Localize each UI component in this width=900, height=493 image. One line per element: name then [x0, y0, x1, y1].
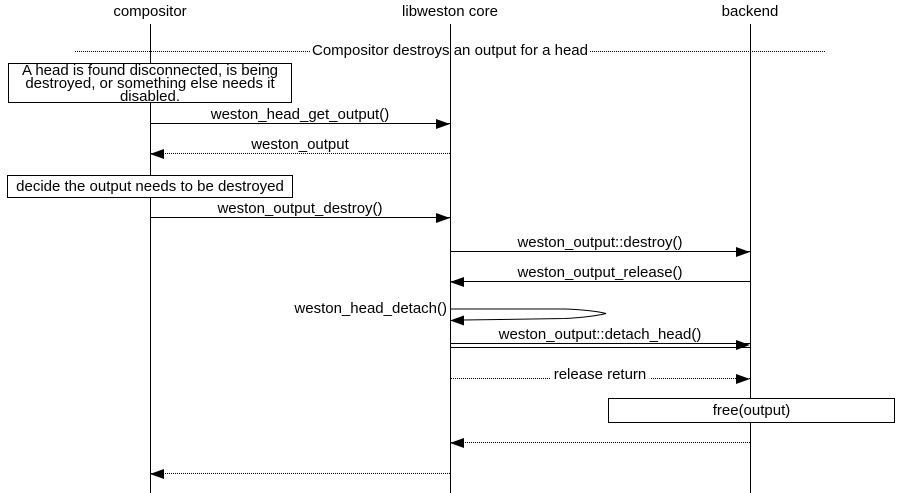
note-free-output: free(output): [608, 398, 895, 423]
divider-line-left: [75, 50, 310, 52]
arrowhead-left-icon: [150, 469, 164, 479]
message-release-return: release return: [450, 367, 750, 384]
message-weston-output-return: weston_output: [150, 137, 450, 159]
lifeline-libweston-core: [450, 24, 451, 493]
note-head-disconnected: A head is found disconnected, is being d…: [8, 63, 292, 104]
lifeline-backend: [750, 24, 751, 493]
divider-label: Compositor destroys an output for a head: [312, 42, 588, 59]
message-return-to-core: [450, 438, 750, 448]
message-weston-head-detach-label: weston_head_detach(): [294, 300, 447, 317]
lifeline-compositor: [150, 24, 151, 493]
divider: Compositor destroys an output for a head: [75, 43, 825, 59]
message-weston-head-get-output: weston_head_get_output(): [150, 107, 450, 129]
arrowhead-right-icon: [436, 119, 450, 129]
arrowhead-left-icon: [150, 149, 164, 159]
message-weston-head-detach-arrow: [450, 308, 607, 326]
arrowhead-left-icon: [450, 277, 464, 287]
divider-line-right: [590, 50, 825, 52]
message-weston-output-destroy: weston_output_destroy(): [150, 201, 450, 223]
actor-libweston-core: libweston core: [402, 3, 498, 20]
message-weston-output-detach-head: weston_output::detach_head(): [450, 327, 750, 350]
note-decide-destroy: decide the output needs to be destroyed: [7, 175, 293, 198]
message-return-to-compositor: [150, 469, 450, 479]
arrowhead-left-icon: [450, 438, 464, 448]
arrowhead-right-icon: [736, 374, 750, 384]
actor-compositor: compositor: [113, 3, 187, 20]
arrowhead-right-icon: [736, 340, 750, 350]
arrowhead-right-icon: [736, 247, 750, 257]
message-weston-output-release: weston_output_release(): [450, 265, 750, 287]
arrowhead-right-icon: [436, 213, 450, 223]
actor-backend: backend: [721, 3, 779, 20]
message-weston-output-destroy-vfunc: weston_output::destroy(): [450, 235, 750, 257]
